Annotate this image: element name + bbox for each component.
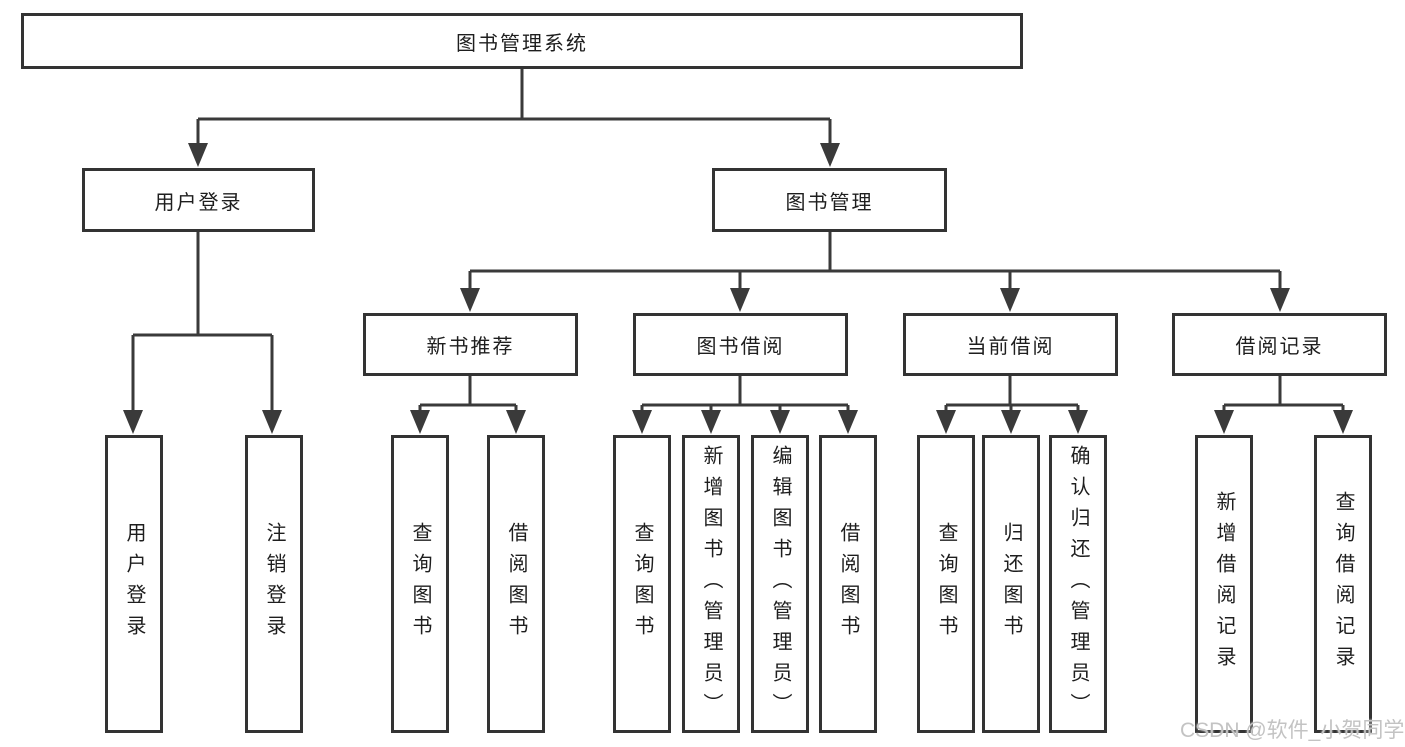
leaf-edit-book-admin: 编辑图书（管理员） xyxy=(751,435,809,733)
leaf-label: 新增图书（管理员） xyxy=(700,444,722,724)
leaf-query-borrow-record: 查询借阅记录 xyxy=(1314,435,1372,733)
connector-borrow xyxy=(640,376,850,414)
arrowhead-icon xyxy=(730,288,750,312)
arrowhead-icon xyxy=(1000,288,1020,312)
leaf-label: 借阅图书 xyxy=(837,522,859,646)
arrowhead-icon xyxy=(1068,410,1088,434)
arrowhead-icon xyxy=(1333,410,1353,434)
arrowhead-icon xyxy=(1270,288,1290,312)
leaf-label: 查询图书 xyxy=(631,522,653,646)
node-new-book-recommend: 新书推荐 xyxy=(363,313,578,376)
node-borrowing-records: 借阅记录 xyxy=(1172,313,1387,376)
node-user-login: 用户登录 xyxy=(82,168,315,232)
arrowhead-icon xyxy=(936,410,956,434)
arrowhead-icon xyxy=(188,143,208,167)
connector-records xyxy=(1222,376,1345,414)
leaf-add-borrow-record: 新增借阅记录 xyxy=(1195,435,1253,733)
leaf-query-books-1: 查询图书 xyxy=(391,435,449,733)
arrowhead-icon xyxy=(506,410,526,434)
connector-newbook xyxy=(418,376,518,414)
arrowhead-icon xyxy=(262,410,282,434)
leaf-add-book-admin: 新增图书（管理员） xyxy=(682,435,740,733)
arrowhead-icon xyxy=(632,410,652,434)
leaf-label: 用户登录 xyxy=(123,522,145,646)
arrowhead-icon xyxy=(701,410,721,434)
leaf-label: 新增借阅记录 xyxy=(1213,491,1235,677)
leaf-logout: 注销登录 xyxy=(245,435,303,733)
leaf-query-books-2: 查询图书 xyxy=(613,435,671,733)
leaf-label: 查询图书 xyxy=(935,522,957,646)
leaf-label: 归还图书 xyxy=(1000,522,1022,646)
node-book-management: 图书管理 xyxy=(712,168,947,232)
leaf-user-login: 用户登录 xyxy=(105,435,163,733)
node-current-borrowing: 当前借阅 xyxy=(903,313,1118,376)
leaf-label: 查询借阅记录 xyxy=(1332,491,1354,677)
connector-mgmt xyxy=(468,232,1282,292)
connector-current xyxy=(944,376,1080,414)
connector-login xyxy=(131,232,274,414)
leaf-query-books-3: 查询图书 xyxy=(917,435,975,733)
leaf-label: 确认归还（管理员） xyxy=(1067,444,1089,724)
arrowhead-icon xyxy=(460,288,480,312)
node-root-library-system: 图书管理系统 xyxy=(21,13,1023,69)
arrowhead-icon xyxy=(1214,410,1234,434)
arrowhead-icon xyxy=(1001,410,1021,434)
leaf-confirm-return-admin: 确认归还（管理员） xyxy=(1049,435,1107,733)
node-book-borrowing: 图书借阅 xyxy=(633,313,848,376)
arrowhead-icon xyxy=(410,410,430,434)
leaf-return-book: 归还图书 xyxy=(982,435,1040,733)
arrowhead-icon xyxy=(838,410,858,434)
leaf-borrow-books-2: 借阅图书 xyxy=(819,435,877,733)
arrowhead-icon xyxy=(820,143,840,167)
leaf-label: 查询图书 xyxy=(409,522,431,646)
leaf-label: 注销登录 xyxy=(263,522,285,646)
csdn-watermark: CSDN @软件_小贺同学 xyxy=(1180,719,1405,742)
leaf-label: 编辑图书（管理员） xyxy=(769,444,791,724)
leaf-label: 借阅图书 xyxy=(505,522,527,646)
arrowhead-icon xyxy=(770,410,790,434)
arrowhead-icon xyxy=(123,410,143,434)
leaf-borrow-books-1: 借阅图书 xyxy=(487,435,545,733)
connector-root xyxy=(196,69,832,150)
